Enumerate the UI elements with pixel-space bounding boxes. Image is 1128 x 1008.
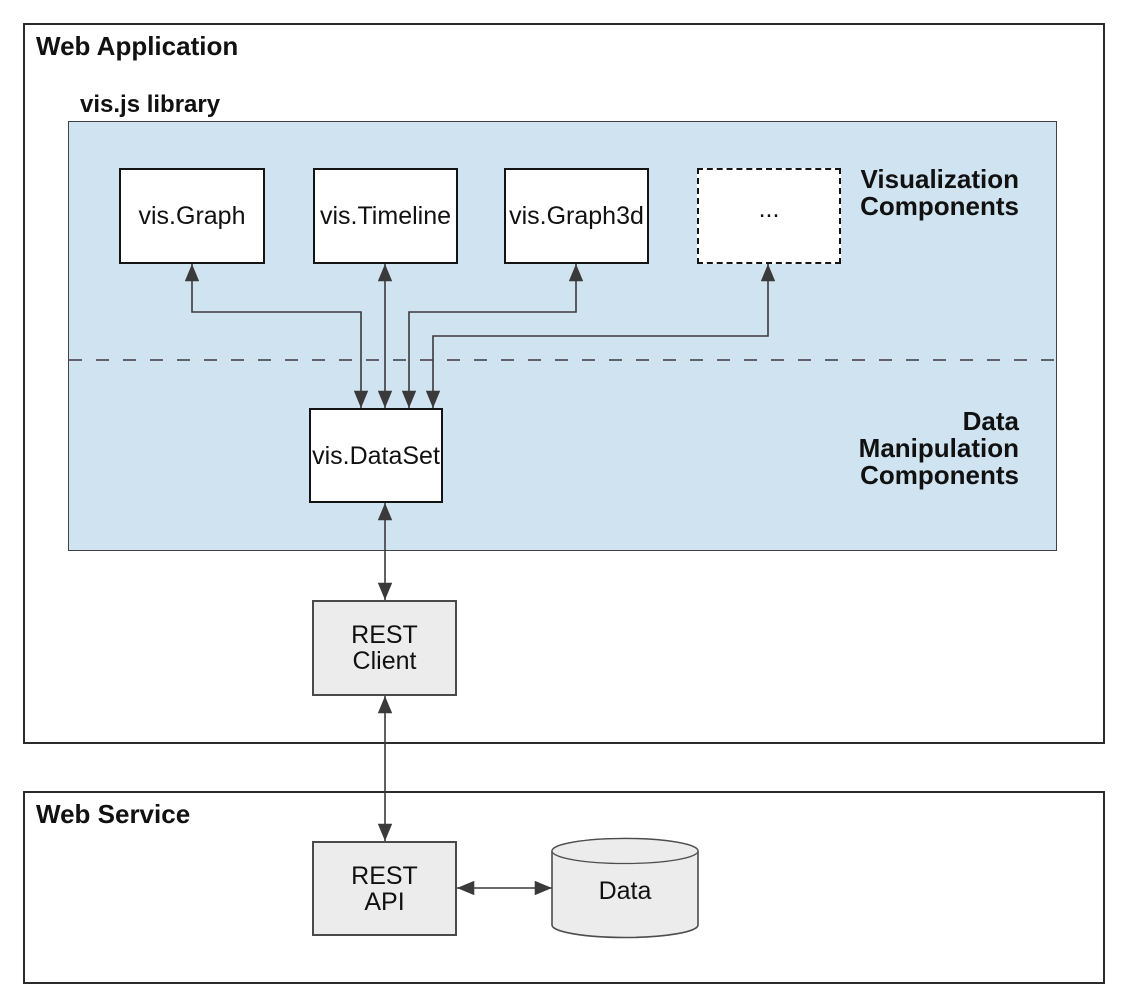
node-vis-graph3d-label: vis.Graph3d [509, 202, 644, 230]
web-service-title: Web Service [36, 799, 191, 829]
data-store-label: Data [598, 877, 652, 905]
web-application-title: Web Application [36, 31, 239, 61]
node-more-components-label: ... [758, 195, 780, 223]
node-rest-client-label-line1: REST [351, 621, 418, 649]
node-rest-api-label-line1: REST [351, 861, 418, 890]
node-rest-api: REST API [312, 841, 457, 936]
node-vis-graph-label: vis.Graph [138, 202, 246, 230]
node-vis-timeline-label: vis.Timeline [319, 202, 452, 230]
vis-js-library-title: vis.js library [80, 91, 221, 118]
visualization-components-label-line1: Visualization [860, 164, 1019, 194]
node-vis-graph3d: vis.Graph3d [504, 168, 649, 264]
visualization-components-label: Visualization Components [719, 166, 1019, 220]
node-vis-dataset-label: vis.DataSet [312, 441, 440, 470]
node-rest-api-label-line2: API [364, 887, 405, 916]
node-more-components: ... [697, 168, 841, 264]
data-manipulation-components-label: Data Manipulation Components [719, 408, 1019, 489]
node-vis-dataset: vis.DataSet [309, 408, 443, 503]
data-manipulation-label-line2: Manipulation [858, 433, 1019, 463]
node-vis-timeline: vis.Timeline [313, 168, 458, 264]
node-vis-graph: vis.Graph [119, 168, 265, 264]
visualization-components-label-line2: Components [860, 191, 1019, 221]
node-rest-client-label-line2: Client [352, 647, 417, 675]
node-rest-client: REST Client [312, 600, 457, 696]
data-manipulation-label-line1: Data [962, 406, 1019, 436]
data-manipulation-label-line3: Components [860, 460, 1019, 490]
